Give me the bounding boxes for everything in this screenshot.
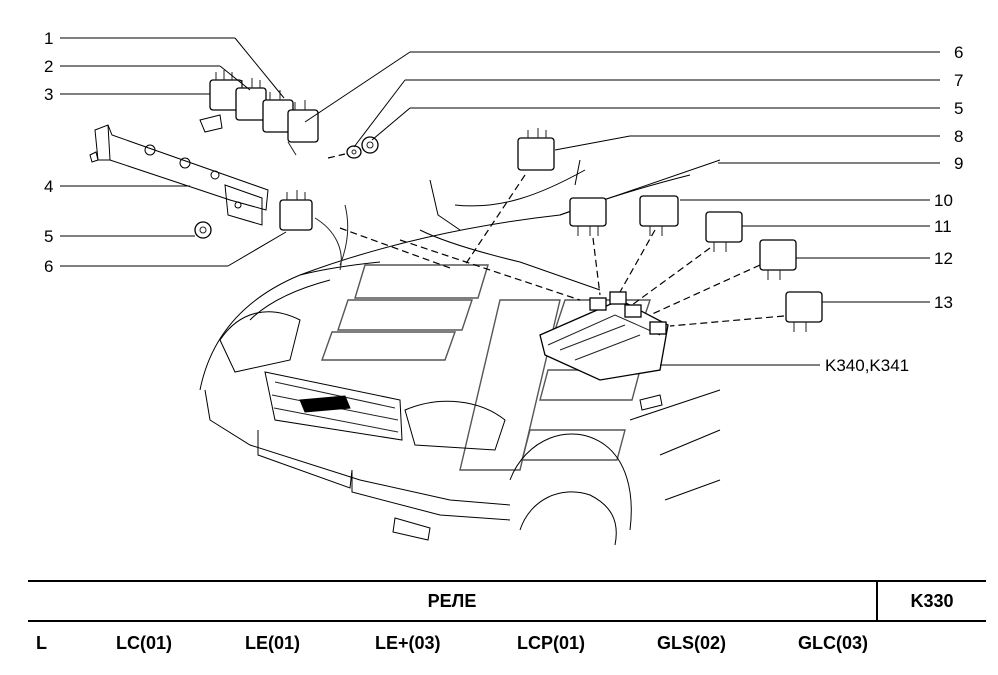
variant-item: LE+(03) (375, 633, 441, 653)
callout-9: 9 (954, 154, 963, 173)
relay-assembly-diagram: 1 2 3 4 5 6 6 7 5 8 9 10 11 12 13 K340,K… (44, 29, 963, 546)
callout-11: 11 (934, 217, 952, 236)
relay-8 (517, 128, 555, 171)
section-title: РЕЛЕ (28, 582, 878, 620)
washer-7 (346, 145, 362, 159)
title-bar: РЕЛЕ K330 (28, 580, 986, 622)
callout-6-right: 6 (954, 43, 963, 62)
callout-13: 13 (934, 293, 953, 312)
relay-6-bottom (279, 190, 313, 231)
nut-5-bottom (194, 221, 212, 239)
callout-5-left: 5 (44, 227, 53, 246)
section-code: K330 (910, 590, 954, 611)
leader-lines (60, 37, 940, 366)
variant-item: L (36, 633, 47, 653)
callout-2: 2 (44, 57, 53, 76)
fuse-box-label: K340,K341 (825, 356, 909, 375)
nut-5-top (361, 136, 379, 154)
callout-1: 1 (44, 29, 53, 48)
hood-edge-arc (314, 204, 349, 271)
callout-8: 8 (954, 127, 963, 146)
fuse-relay-box (539, 291, 669, 381)
callout-10: 10 (934, 191, 953, 210)
relay-10 (639, 195, 679, 236)
callout-6-left: 6 (44, 257, 53, 276)
callout-7: 7 (954, 71, 963, 90)
dash-washer-link (327, 153, 346, 159)
relay-12 (759, 239, 797, 280)
relay-13 (785, 291, 823, 332)
callout-3: 3 (44, 85, 53, 104)
bracket-assembly (89, 114, 269, 226)
variant-item: LCP(01) (517, 633, 586, 653)
relay-9 (569, 197, 607, 236)
callout-12: 12 (934, 249, 953, 268)
variant-item: GLC(03) (798, 633, 869, 653)
variant-item: LC(01) (116, 633, 173, 653)
assembly-arrows (339, 174, 785, 327)
model-variants-row: L LC(01) LE(01) LE+(03) LCP(01) GLS(02) … (0, 625, 998, 665)
relay-11 (705, 211, 743, 252)
variant-item: LE(01) (245, 633, 301, 653)
callout-5-right: 5 (954, 99, 963, 118)
callout-4: 4 (44, 177, 53, 196)
car-body-drawing (199, 159, 721, 546)
variant-item: GLS(02) (657, 633, 727, 653)
